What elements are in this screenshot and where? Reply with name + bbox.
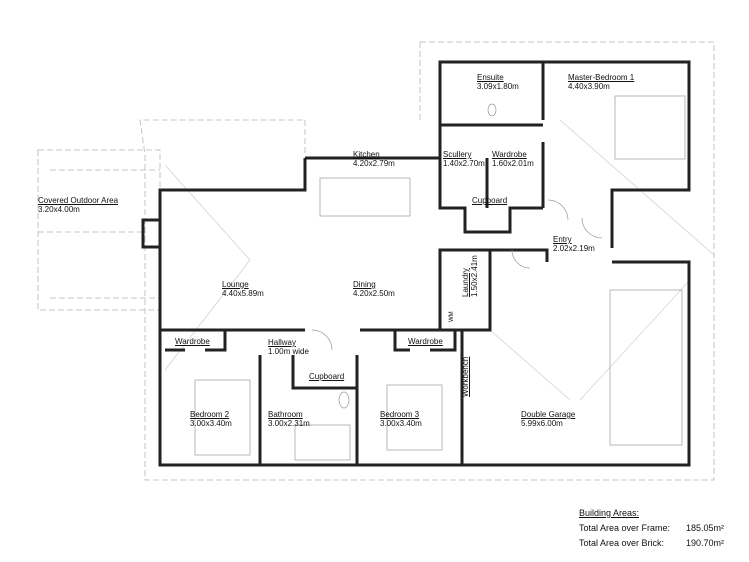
room-label-wardrobe-bedroom2: Wardrobe: [175, 337, 210, 346]
walls: [141, 60, 691, 467]
roof-hips: [164, 119, 715, 401]
building-areas-title: Building Areas:: [579, 508, 640, 518]
area-row-frame: Total Area over Frame:185.05m²: [579, 523, 725, 533]
room-label-workbench: Workbench: [461, 356, 470, 397]
room-label-cupboard-scullery: Cupboard: [472, 196, 508, 205]
building-areas: Building Areas: Total Area over Frame:18…: [579, 506, 729, 551]
area-row-brick: Total Area over Brick:190.70m²: [579, 538, 725, 548]
room-label-wm: WM: [449, 311, 455, 322]
room-label-wardrobe-bedroom3: Wardrobe: [408, 337, 443, 346]
fixtures: [194, 95, 686, 461]
room-label-cupboard-hall: Cupboard: [309, 372, 345, 381]
